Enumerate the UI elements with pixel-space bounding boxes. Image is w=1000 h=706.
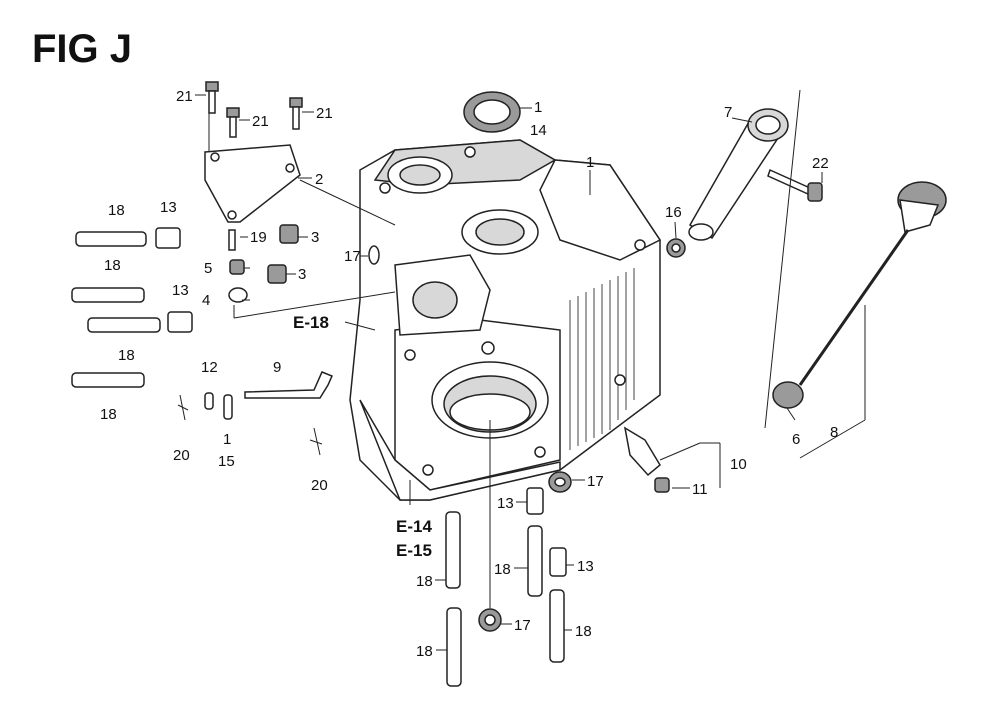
callout-label: 1 <box>223 431 231 448</box>
ring-17-right <box>548 471 572 493</box>
part-4 <box>228 287 248 303</box>
callout-label: 17 <box>587 473 604 490</box>
callout-label: 13 <box>577 558 594 575</box>
crankcase <box>349 139 662 501</box>
stud-left-1 <box>75 231 147 247</box>
callout-label: 20 <box>173 447 190 464</box>
ring-17-bottom <box>478 608 502 632</box>
part-5 <box>229 259 245 275</box>
callout-label: 17 <box>514 617 531 634</box>
callout-label: 4 <box>202 292 210 309</box>
bolt-21-c <box>289 97 303 130</box>
callout-label: 8 <box>830 424 838 441</box>
clip-20-b <box>309 427 323 456</box>
reference-label: E-18 <box>293 313 329 332</box>
oil-filler-tube <box>688 108 789 241</box>
figure-title: FIG J <box>32 27 132 71</box>
callout-label: 16 <box>665 204 682 221</box>
leader-lines <box>195 89 866 651</box>
bolt-21-a <box>205 81 219 114</box>
pin-19 <box>228 229 236 251</box>
callout-label: 13 <box>160 199 177 216</box>
dowel-bottom-1 <box>526 487 544 515</box>
callout-label: 3 <box>298 266 306 283</box>
stud-left-4 <box>71 372 145 388</box>
oil-seal <box>463 91 521 133</box>
reference-label: E-15 <box>396 541 432 560</box>
bolt-21-b <box>226 107 240 138</box>
callout-label: 21 <box>316 105 333 122</box>
callout-label: 18 <box>416 643 433 660</box>
part-12 <box>204 392 214 410</box>
callout-label: 11 <box>692 481 708 498</box>
stud-left-2 <box>71 287 145 303</box>
stud-bottom-2 <box>527 525 543 597</box>
oil-sensor <box>623 426 670 493</box>
stud-left-3 <box>87 317 161 333</box>
callout-label: 18 <box>494 561 511 578</box>
callout-label: 14 <box>530 122 547 139</box>
callout-label: 1 <box>586 154 594 171</box>
callout-label: 21 <box>252 113 269 130</box>
callout-label: 7 <box>724 104 732 121</box>
callout-label: 22 <box>812 155 829 172</box>
stud-bottom-3 <box>549 589 565 663</box>
stud-bottom-4 <box>446 607 462 687</box>
callout-label: 3 <box>311 229 319 246</box>
callout-label: 19 <box>250 229 267 246</box>
ring-17-top <box>368 245 380 265</box>
callout-label: 2 <box>315 171 323 188</box>
part-15 <box>223 394 233 420</box>
dowel-left-1 <box>155 227 181 249</box>
cover-plate <box>204 144 301 223</box>
reference-label: E-14 <box>396 517 432 536</box>
callout-label: 18 <box>108 202 125 219</box>
stud-bottom-1 <box>445 511 461 589</box>
callout-label: 18 <box>100 406 117 423</box>
dowel-bottom-2 <box>549 547 567 577</box>
callout-label: 18 <box>575 623 592 640</box>
bolt-22 <box>767 168 823 202</box>
callout-label: 18 <box>118 347 135 364</box>
callout-label: 9 <box>273 359 281 376</box>
callout-label: 1 <box>534 99 542 116</box>
callout-labels: 21 21 21 1 14 2 1 7 22 16 18 13 19 3 17 … <box>100 88 838 660</box>
callout-label: 20 <box>311 477 328 494</box>
spring-3-a <box>279 224 299 244</box>
callout-label: 13 <box>172 282 189 299</box>
callout-label: 15 <box>218 453 235 470</box>
callout-label: 5 <box>204 260 212 277</box>
reference-labels: E-18 E-14 E-15 <box>293 313 432 560</box>
callout-label: 18 <box>416 573 433 590</box>
clip-20-a <box>177 394 189 421</box>
spring-3-b <box>267 264 287 284</box>
callout-label: 13 <box>497 495 514 512</box>
callout-label: 18 <box>104 257 121 274</box>
callout-label: 10 <box>730 456 747 473</box>
dipstick <box>772 181 947 409</box>
callout-label: 6 <box>792 431 800 448</box>
callout-label: 12 <box>201 359 218 376</box>
washer-16 <box>666 238 686 258</box>
callout-label: 21 <box>176 88 193 105</box>
dowel-left-2 <box>167 311 193 333</box>
breather-tube <box>244 371 334 399</box>
callout-label: 17 <box>344 248 361 265</box>
